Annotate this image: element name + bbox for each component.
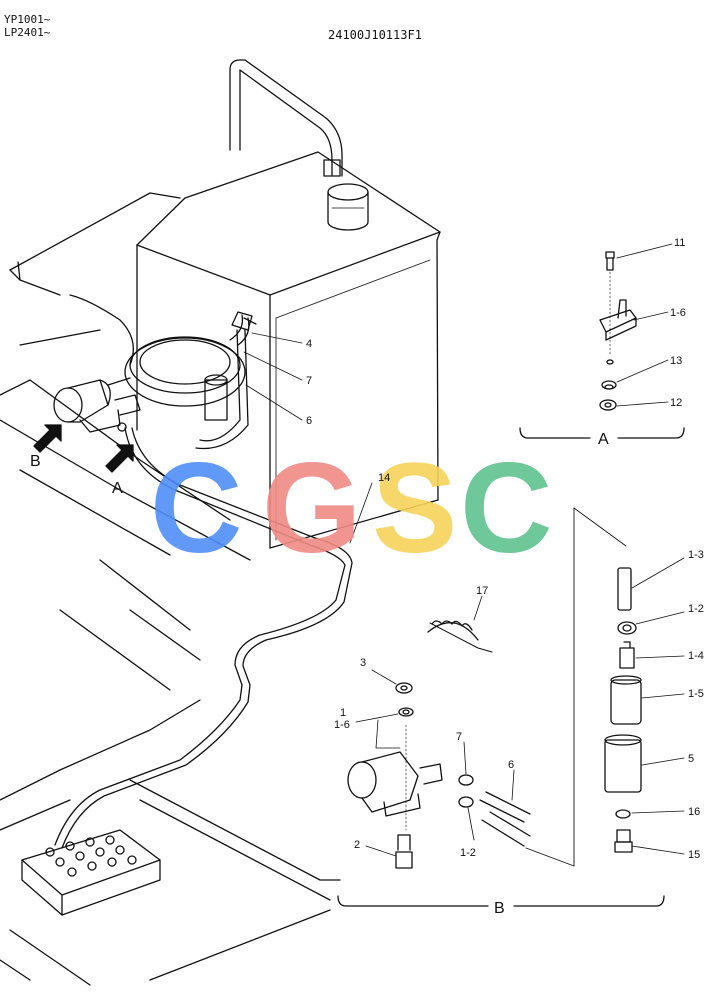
fuel-hose-coil (124, 314, 250, 450)
fuel-line (54, 427, 353, 849)
callout-1-2: 1-2 (688, 603, 704, 615)
callout-2: 2 (354, 839, 360, 851)
hose-routing-line-upper (573, 507, 627, 547)
filler-cap (327, 183, 369, 231)
arrow-b-label: B (30, 453, 41, 470)
callout-13: 13 (670, 355, 682, 367)
watermark-letter: G (262, 437, 362, 580)
callout-17: 17 (476, 585, 488, 597)
callout-11: 11 (674, 237, 685, 249)
watermark-letter: S (372, 437, 457, 580)
detail-a-parts (599, 243, 673, 411)
floor-frame (0, 559, 341, 986)
watermark-logo: C G S C (150, 437, 552, 580)
callout-6-b: 6 (508, 759, 514, 771)
detail-b-bracket (337, 895, 665, 907)
callout-15: 15 (688, 849, 700, 861)
callout-1-4: 1-4 (688, 650, 704, 662)
callout-1-3: 1-3 (688, 549, 704, 561)
detail-a-bracket (519, 427, 685, 439)
fuel-tank (136, 151, 441, 549)
watermark-letter: C (460, 437, 552, 580)
detail-b-filter-parts (604, 557, 685, 855)
callout-1-2-b: 1-2 (460, 847, 476, 859)
callout-1-6-b: 1-6 (334, 719, 350, 731)
serial-range-yp: YP1001~ (4, 13, 51, 26)
callout-7: 7 (306, 375, 312, 387)
callout-4: 4 (306, 338, 312, 350)
leader-lines (243, 332, 373, 544)
serial-range-lp: LP2401~ (4, 26, 51, 39)
detail-a-label: A (598, 431, 609, 448)
fuel-pump-installed (53, 377, 141, 433)
battery (21, 829, 161, 916)
callout-12: 12 (670, 397, 682, 409)
watermark-letter: C (150, 437, 242, 580)
elbow-fitting (231, 311, 257, 331)
view-arrows (33, 424, 134, 473)
callout-5: 5 (688, 753, 694, 765)
callout-14: 14 (378, 472, 390, 484)
detail-b-label: B (494, 900, 505, 917)
view-labels: A B A B (30, 431, 609, 917)
callout-16: 16 (688, 806, 700, 818)
arrow-a-icon (105, 444, 134, 473)
hose-routing-line (525, 507, 575, 867)
callout-1-5: 1-5 (688, 688, 704, 700)
callout-1-6-a: 1-6 (670, 307, 686, 319)
arrow-b-icon (33, 424, 62, 453)
callout-6: 6 (306, 415, 312, 427)
detail-b-pump-parts (347, 595, 531, 869)
handrail (229, 59, 343, 177)
drawing-number: 24100J10113F1 (328, 28, 422, 42)
callout-1: 1 (340, 707, 346, 719)
callout-labels: 4 7 6 14 11 1-6 13 12 1-3 1-2 1-4 1-5 5 … (306, 237, 704, 861)
callout-7-b: 7 (456, 731, 462, 743)
arrow-a-label: A (112, 480, 123, 497)
callout-3: 3 (360, 657, 366, 669)
